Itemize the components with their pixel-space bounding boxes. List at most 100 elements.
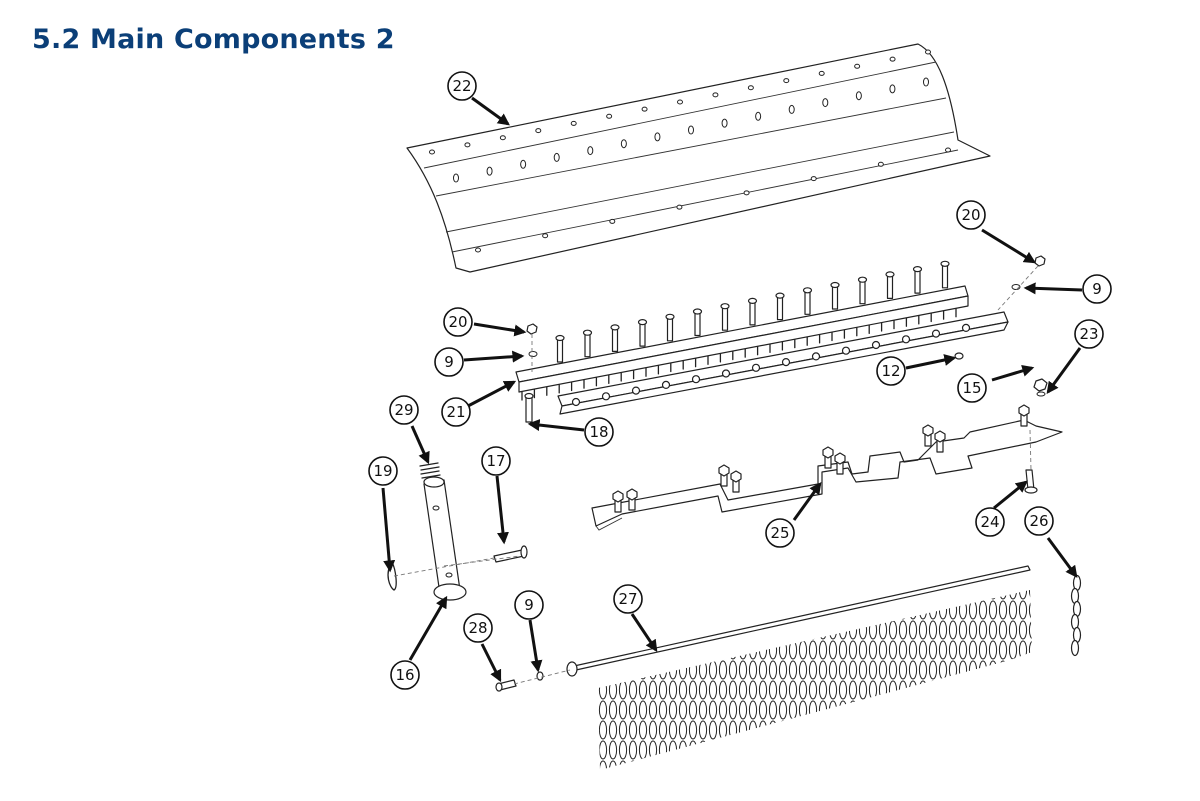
- callout-18: 18: [584, 417, 614, 447]
- plate-slot: [855, 91, 862, 101]
- plate-hole: [609, 218, 616, 224]
- tine-nut: [720, 303, 730, 310]
- plate-hole: [854, 63, 861, 69]
- bar-bolt: [691, 375, 701, 384]
- plate-hole: [783, 78, 790, 84]
- tine-nut: [912, 266, 923, 273]
- tine-nut: [802, 287, 813, 294]
- callout-17: 17: [481, 446, 511, 476]
- tine-nut: [940, 260, 950, 267]
- plate-hole: [475, 247, 481, 253]
- chain-curtain: [598, 590, 1032, 770]
- mount-nut: [612, 490, 624, 503]
- tine-nut: [830, 281, 840, 289]
- bar-bolt: [931, 329, 941, 338]
- plate-slot: [788, 104, 795, 114]
- bar-bolt: [781, 358, 791, 367]
- spring: [419, 462, 441, 479]
- svg-text:25: 25: [770, 524, 789, 542]
- plate-slot: [553, 152, 560, 162]
- plate-slot: [721, 118, 728, 128]
- tine-bolt: [666, 316, 674, 342]
- plate-hole: [676, 204, 683, 210]
- callout-12: 12: [876, 356, 906, 386]
- tine-bolt: [804, 289, 811, 315]
- plate-slot: [587, 146, 594, 156]
- tine-nut: [857, 276, 868, 283]
- plate-hole: [818, 70, 825, 76]
- tine-bolt: [941, 263, 949, 289]
- stepped-mount-plate: [591, 404, 1063, 531]
- tine-bolt: [556, 337, 564, 363]
- plate-hole: [743, 190, 750, 196]
- plate-hole: [747, 85, 754, 91]
- pivot-tube: [423, 476, 467, 601]
- tine-bolt: [914, 268, 921, 294]
- tine-bolt: [639, 321, 646, 347]
- chain-strand: [1070, 574, 1082, 657]
- svg-text:9: 9: [444, 353, 454, 371]
- callout-20-left: 20: [443, 307, 473, 337]
- bar-bolt: [631, 386, 641, 395]
- mount-nut: [730, 470, 742, 483]
- svg-text:20: 20: [961, 206, 980, 224]
- callout-15: 15: [957, 373, 987, 403]
- plate-hole: [570, 120, 577, 126]
- svg-text:20: 20: [448, 313, 467, 331]
- callout-23: 23: [1074, 319, 1104, 349]
- callout-9-bottom: 9: [514, 590, 544, 620]
- mount-nut: [1018, 404, 1030, 417]
- plate-hole: [889, 56, 896, 62]
- plate-slot: [688, 125, 694, 135]
- bar-bolt: [961, 323, 971, 332]
- callout-27: 27: [613, 584, 643, 614]
- plate-slot: [453, 173, 459, 183]
- plate-hole: [606, 113, 613, 119]
- svg-text:17: 17: [486, 452, 505, 470]
- svg-text:19: 19: [373, 462, 392, 480]
- svg-text:9: 9: [1092, 280, 1102, 298]
- tine-bolt: [776, 295, 784, 321]
- svg-text:23: 23: [1079, 325, 1098, 343]
- tine-nut: [555, 334, 565, 342]
- mount-nut: [822, 446, 834, 459]
- svg-text:27: 27: [618, 590, 637, 608]
- tine-nut: [610, 324, 620, 331]
- tine-bolt: [694, 310, 701, 337]
- tine-nut: [637, 319, 648, 326]
- plate-hole: [535, 128, 542, 134]
- plate-slot: [654, 132, 661, 142]
- pin-24: [1024, 469, 1038, 494]
- bolt-18: [525, 395, 533, 423]
- tine-bolt: [886, 273, 894, 299]
- plate-hole: [429, 149, 435, 155]
- svg-text:16: 16: [395, 666, 414, 684]
- svg-text:28: 28: [468, 619, 487, 637]
- plate-hole: [677, 99, 683, 105]
- tine-nut: [582, 329, 593, 336]
- svg-text:26: 26: [1029, 512, 1048, 530]
- mount-nut: [922, 424, 934, 437]
- callout-25: 25: [765, 518, 795, 548]
- svg-text:12: 12: [881, 362, 900, 380]
- callout-22: 22: [447, 71, 477, 101]
- bar-bolt: [601, 392, 611, 401]
- chain-link: [1070, 639, 1080, 657]
- callout-16: 16: [390, 660, 420, 690]
- tine-bolt: [584, 332, 591, 358]
- callout-9-left: 9: [434, 347, 464, 377]
- bar-bolt: [571, 397, 581, 407]
- callout-26: 26: [1024, 506, 1054, 536]
- mount-nut: [934, 430, 946, 443]
- callout-9-right: 9: [1082, 274, 1112, 304]
- svg-text:22: 22: [452, 77, 471, 95]
- plate-slot: [923, 77, 929, 87]
- mount-nut: [718, 464, 730, 477]
- svg-text:15: 15: [962, 379, 981, 397]
- bolt-28: [495, 679, 517, 692]
- plate-slot: [486, 166, 493, 176]
- section-title: 5.2 Main Components 2: [32, 24, 395, 55]
- tine-nut: [665, 313, 675, 320]
- tine-nut: [747, 297, 758, 304]
